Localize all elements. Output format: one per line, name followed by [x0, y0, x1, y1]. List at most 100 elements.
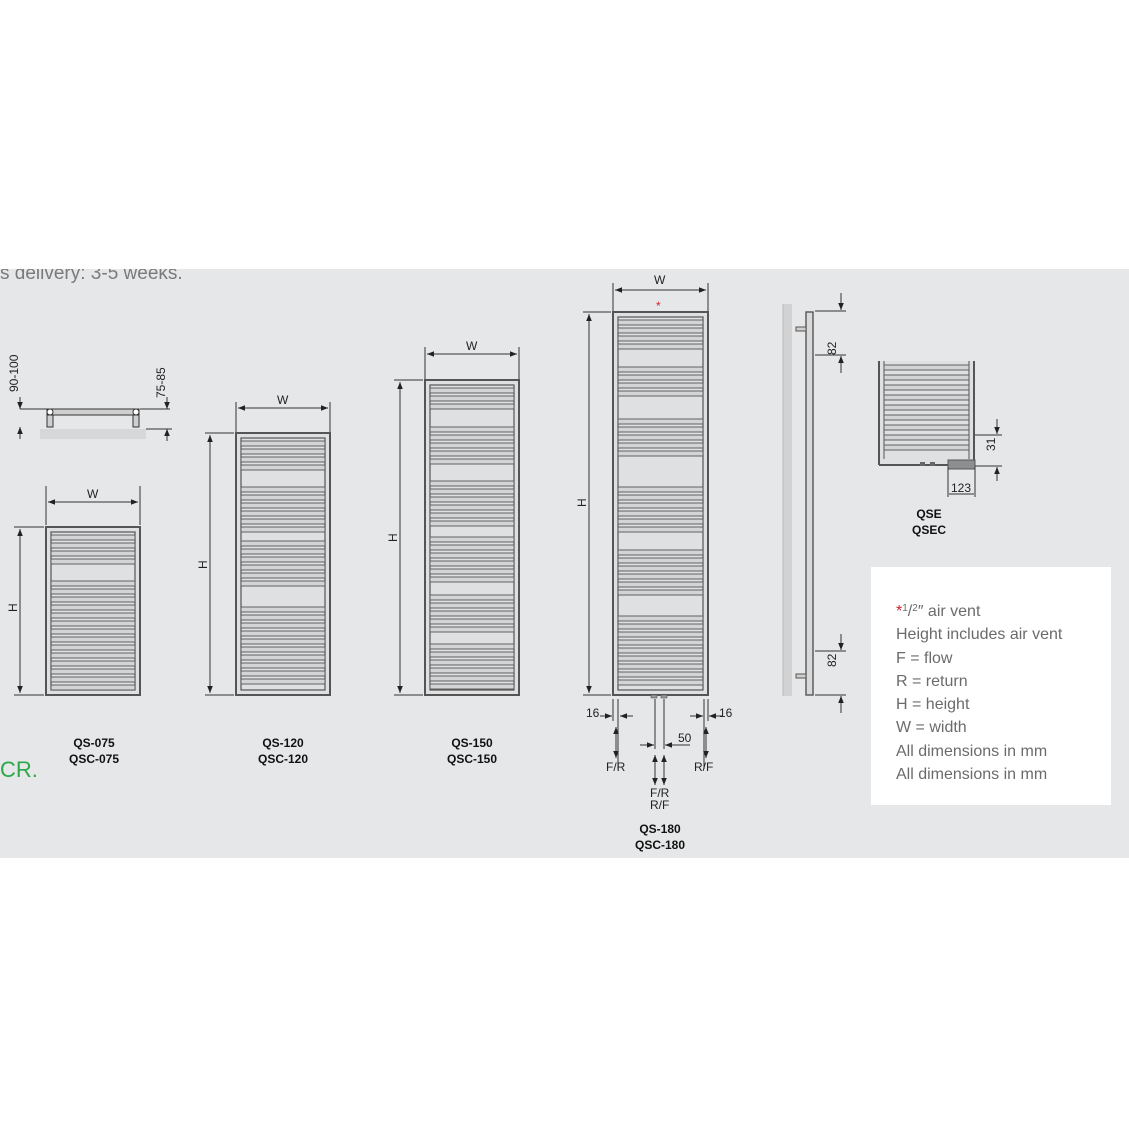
radiator-rail	[883, 434, 970, 441]
bracket-dim-bottom: 82	[825, 653, 839, 667]
radiator-rail	[883, 374, 970, 381]
radiator-rail	[240, 486, 326, 493]
radiator-rail	[617, 418, 704, 425]
radiator-rail	[617, 382, 704, 389]
radiator-rail	[240, 646, 326, 653]
radiator-rail	[883, 444, 970, 451]
radiator-rail	[617, 494, 704, 501]
radiator-rail	[617, 671, 704, 678]
radiator-rail	[617, 589, 704, 596]
radiator-rail	[240, 464, 326, 471]
side-view-profile	[782, 304, 814, 696]
radiator-rail	[240, 510, 326, 517]
radiator-rail	[617, 510, 704, 517]
radiator-rail	[50, 580, 136, 587]
radiator-rail	[240, 494, 326, 501]
legend-star: *	[896, 603, 903, 620]
radiator-rail	[50, 588, 136, 595]
radiator-rail	[617, 434, 704, 441]
flow-label-center-fr: F/R	[650, 786, 670, 800]
radiator-rail	[240, 654, 326, 661]
radiator-rail	[617, 655, 704, 662]
diagram-panel: 90-100 75-85	[0, 269, 1129, 858]
radiator-qs-120	[235, 432, 331, 696]
radiator-rail	[240, 456, 326, 463]
radiator-rail	[617, 374, 704, 381]
radiator-rail	[50, 684, 136, 691]
radiator-rail	[429, 618, 515, 625]
qse-dim-123: 123	[951, 481, 971, 495]
radiator-rail	[617, 581, 704, 588]
radiator-rail	[429, 675, 515, 682]
radiator-rail	[240, 526, 326, 533]
radiator-rail	[429, 626, 515, 633]
radiator-rail	[429, 683, 515, 690]
radiator-rail	[240, 670, 326, 677]
w-label-075: W	[87, 487, 99, 501]
model-qs-150: QS-150	[451, 736, 493, 750]
model-qs-180: QS-180	[639, 822, 681, 836]
radiator-rail	[429, 610, 515, 617]
radiator-rail	[429, 651, 515, 658]
legend-line: H = height	[896, 696, 970, 714]
radiator-rail	[429, 512, 515, 519]
radiator-rail	[883, 384, 970, 391]
radiator-rail	[50, 550, 136, 557]
radiator-rail	[240, 606, 326, 613]
radiator-rail	[240, 548, 326, 555]
radiator-rail	[50, 542, 136, 549]
depth-label-top: 90-100	[7, 354, 21, 392]
radiator-rail	[240, 572, 326, 579]
radiator-rail	[429, 395, 515, 402]
bracket-dim-top: 82	[825, 341, 839, 355]
radiator-rail	[617, 366, 704, 373]
radiator-rail	[50, 604, 136, 611]
radiator-rail	[240, 518, 326, 525]
flow-label-right: R/F	[694, 760, 713, 774]
radiator-rail	[883, 394, 970, 401]
legend-line: F = flow	[896, 649, 953, 667]
radiator-rail	[50, 534, 136, 541]
legend-line: Height includes air vent	[896, 626, 1063, 644]
radiator-rail	[617, 335, 704, 342]
radiator-qse	[878, 361, 976, 470]
radiator-qs-075	[45, 526, 141, 696]
w-label-150: W	[466, 339, 478, 353]
radiator-rail	[429, 552, 515, 559]
radiator-rail	[617, 502, 704, 509]
w-label-180: W	[654, 273, 666, 287]
legend-air-vent: *1/2″ air vent	[896, 603, 981, 620]
legend-line: All dimensions in mm	[896, 742, 1048, 760]
radiator-rail	[240, 440, 326, 447]
radiator-rail	[883, 364, 970, 371]
radiator-qs-180	[612, 311, 709, 699]
flow-label-left: F/R	[606, 760, 626, 774]
radiator-rail	[50, 596, 136, 603]
depth-label-wall: 75-85	[154, 367, 168, 398]
radiator-rail	[50, 628, 136, 635]
radiator-rail	[429, 520, 515, 527]
radiator-rail	[617, 679, 704, 686]
radiator-diagram: 90-100 75-85	[6, 273, 1002, 852]
radiator-rail	[240, 580, 326, 587]
radiator-rail	[240, 448, 326, 455]
radiator-rail	[50, 668, 136, 675]
radiator-rail	[429, 659, 515, 666]
radiator-rail	[617, 442, 704, 449]
radiator-rail	[883, 404, 970, 411]
w-label-120: W	[277, 393, 289, 407]
radiator-rail	[429, 496, 515, 503]
radiator-rail	[429, 504, 515, 511]
radiator-rail	[617, 647, 704, 654]
radiator-rail	[429, 426, 515, 433]
radiator-rail	[617, 390, 704, 397]
top-view-sketch	[17, 397, 172, 441]
radiator-rail	[617, 663, 704, 670]
radiator-rail	[429, 667, 515, 674]
radiator-rail	[617, 549, 704, 556]
model-qsc-120: QSC-120	[258, 752, 308, 766]
model-qs-075: QS-075	[73, 736, 115, 750]
model-qsec: QSEC	[912, 523, 946, 537]
radiator-rail	[617, 623, 704, 630]
legend-air-vent-text: ″ air vent	[917, 603, 981, 620]
